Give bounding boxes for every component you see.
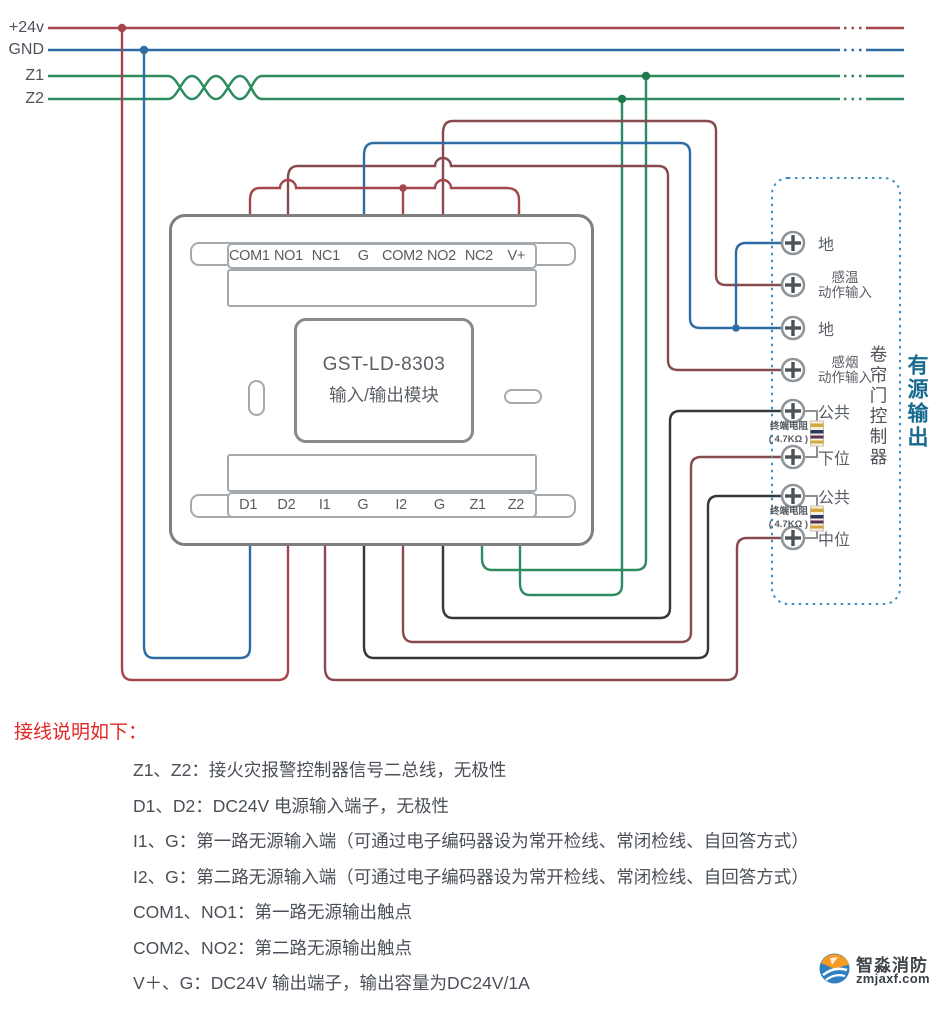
twisted-pair-wire-b [167, 74, 263, 101]
terminal-label-nc1: NC1 [311, 248, 340, 264]
module-slot-vertical [248, 380, 265, 416]
note-line: I2、G：第二路无源输入端（可通过电子编码器设为常开检线、常闭检线、自回答方式） [133, 866, 809, 887]
module-top-screw-row [227, 269, 537, 307]
terminal-resistor-label: 终端电阻( 4.7KΩ ) [768, 506, 808, 530]
note-line: COM1、NO1：第一路无源输出触点 [133, 902, 413, 922]
bus-label-z2: Z2 [25, 90, 44, 107]
junction-gnd [139, 45, 149, 55]
terminal-label-vplus: V+ [507, 248, 526, 264]
wire-z1-terminal-to-bus [480, 76, 648, 572]
wire-i2-to-lower-position [401, 455, 782, 644]
controller-terminal-label: 下位 [818, 451, 851, 468]
wire-no1-to-smoke-input [286, 156, 782, 372]
controller-terminal-label: 感温动作输入 [818, 270, 872, 300]
terminal-label-z2: Z2 [507, 497, 525, 513]
controller-terminal-icon [780, 483, 806, 509]
terminal-label-d2: D2 [277, 497, 296, 513]
wire-g2-to-common1 [441, 409, 782, 620]
terminal-label-d1: D1 [239, 497, 258, 513]
module-slot-horizontal [504, 389, 542, 404]
note-line: Z1、Z2：接火灾报警控制器信号二总线，无极性 [133, 760, 507, 780]
module-bottom-screw-row [227, 454, 537, 492]
notes-title: 接线说明如下： [14, 722, 148, 743]
bus-label-24v: +24v [8, 19, 44, 36]
bus-lines [48, 26, 904, 101]
module-nameplate: GST-LD-8303 输入/输出模块 [294, 318, 474, 443]
terminal-label-no1: NO1 [273, 248, 303, 264]
terminal-resistor-2 [803, 495, 824, 539]
wire-no2-to-temp-input [441, 119, 782, 287]
controller-terminal-icon [780, 357, 806, 383]
note-line: D1、D2：DC24V 电源输入端子，无极性 [133, 795, 450, 816]
note-line: COM2、NO2：第二路无源输出触点 [133, 937, 413, 958]
controller-terminal-icon [780, 272, 806, 298]
terminal-label-no2: NO2 [426, 248, 456, 264]
junction-dots [117, 23, 740, 332]
terminal-label-g: G [433, 497, 445, 513]
controller-terminal-icon [780, 444, 806, 470]
controller-terminal-label: 感烟动作输入 [818, 355, 872, 385]
controller-terminal-label: 公共 [818, 405, 851, 422]
wire-i1-to-middle-position [323, 536, 782, 682]
terminal-label-com2: COM2 [382, 248, 423, 264]
junction-ground-branch [732, 324, 740, 332]
active-output-label: 有源输出 [905, 354, 928, 450]
terminal-label-com1: COM1 [229, 248, 270, 264]
terminal-label-nc2: NC2 [464, 248, 493, 264]
junction-24v [117, 23, 127, 33]
controller-terminal-label: 地 [818, 237, 835, 254]
wire-g1-to-common2 [362, 494, 782, 660]
terminal-label-g: G [357, 248, 369, 264]
brand-domain: zmjaxf.com [856, 971, 930, 986]
brand-name: 智淼消防 [856, 956, 928, 975]
notes-list: Z1、Z2：接火灾报警控制器信号二总线，无极性 D1、D2：DC24V 电源输入端… [133, 753, 809, 1002]
module-bottom-terminal-labels: D1 D2 I1 G I2 G Z1 Z2 [227, 492, 537, 518]
controller-terminal-icon [780, 315, 806, 341]
terminal-label-z1: Z1 [469, 497, 486, 513]
junction-z2 [617, 94, 627, 104]
terminal-label-g: G [357, 497, 369, 513]
controller-terminal-icon [780, 230, 806, 256]
controller-title: 卷帘门控制器 [868, 345, 888, 468]
module-model: GST-LD-8303 [322, 354, 446, 375]
junction-z1 [641, 71, 651, 81]
wire-com-v-plus-tie [248, 178, 521, 215]
terminal-label-i2: I2 [395, 497, 407, 513]
wire-z2-terminal-to-bus [518, 99, 624, 597]
wire-gnd-to-d1 [142, 50, 252, 660]
wire-g-to-ground-terminals [362, 141, 782, 330]
wire-24v-to-d2 [120, 28, 290, 682]
junction-com2 [399, 184, 407, 192]
controller-terminal-label: 公共 [818, 490, 851, 507]
terminal-label-i1: I1 [318, 497, 331, 513]
wire-ground-branch [734, 241, 782, 328]
controller-terminal-label: 中位 [818, 532, 851, 549]
terminal-resistor-label: 终端电阻( 4.7KΩ ) [768, 421, 808, 445]
controller-terminal-icon [780, 398, 806, 424]
controller-terminal-label: 地 [818, 322, 835, 339]
note-line: I1、G：第一路无源输入端（可通过电子编码器设为常开检线、常闭检线、自回答方式） [133, 831, 809, 851]
brand-logo-icon [818, 952, 851, 985]
terminal-resistor-1 [803, 410, 824, 458]
bus-label-z1: Z1 [25, 67, 44, 84]
module-type: 输入/输出模块 [329, 385, 439, 405]
note-line: V＋、G：DC24V 输出端子，输出容量为DC24V/1A [133, 973, 530, 993]
bus-label-gnd: GND [8, 41, 44, 58]
twisted-pair-wire-a [167, 74, 263, 101]
